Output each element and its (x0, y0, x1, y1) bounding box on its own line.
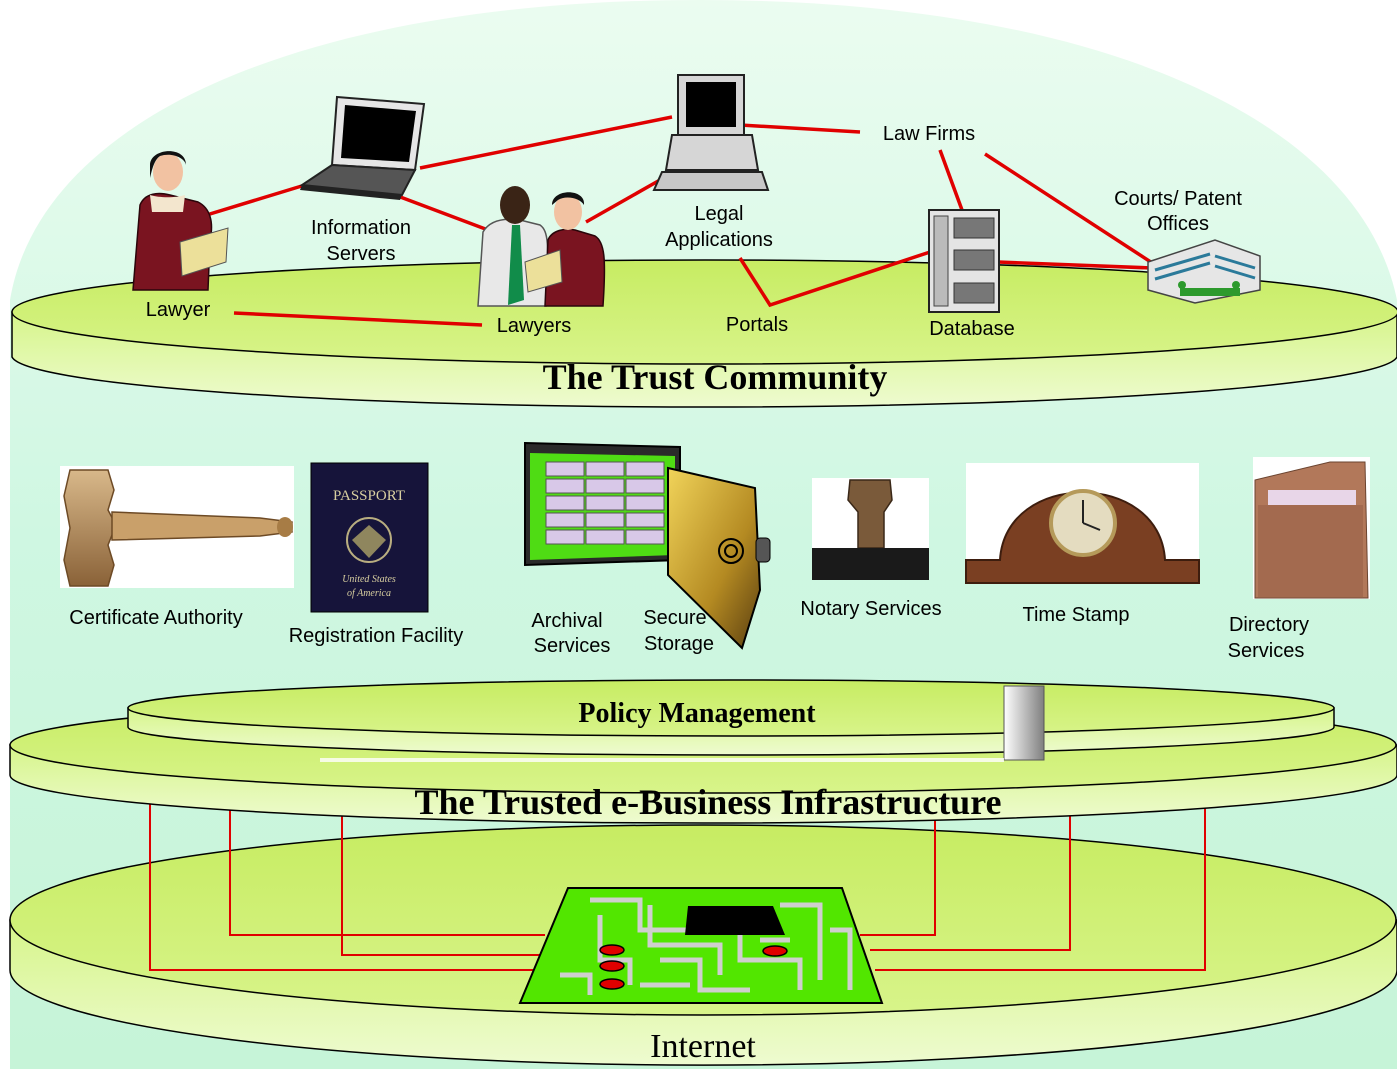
vault-icon (524, 441, 771, 650)
community-links (199, 115, 1161, 327)
stamp-icon (812, 478, 929, 580)
community-platter (11, 259, 1397, 408)
trust-community-label: The Trust Community (543, 357, 888, 397)
law-firms-label: Law Firms (883, 123, 975, 145)
certificate-authority-label: Certificate Authority (69, 607, 242, 629)
laptop-icon (299, 95, 426, 200)
folder-icon (1253, 457, 1370, 599)
passport-line-1: United States (342, 574, 396, 585)
lawyer-icon (132, 151, 229, 291)
registration-facility-label: Registration Facility (289, 625, 464, 647)
lawyers-icon (477, 186, 606, 307)
desktop-computer-icon (652, 74, 770, 191)
passport-line-2: of America (347, 588, 391, 599)
gavel-icon (60, 466, 294, 588)
infrastructure-label: The Trusted e-Business Infrastructure (414, 782, 1001, 822)
archival-label-2: Services (534, 635, 611, 657)
passport-icon: PASSPORT United States of America (310, 462, 429, 613)
policy-label: Policy Management (578, 698, 816, 729)
directory-label-2: Services (1228, 640, 1305, 662)
clock-icon (965, 463, 1200, 584)
secure-storage-label-1: Secure (643, 607, 706, 629)
legal-apps-label-1: Legal (695, 203, 744, 225)
courts-label-1: Courts/ Patent (1114, 188, 1242, 210)
info-servers-label-2: Servers (327, 243, 396, 265)
database-label: Database (929, 318, 1015, 340)
lawyer-label: Lawyer (146, 299, 211, 321)
legal-apps-label-2: Applications (665, 229, 773, 251)
courts-label-2: Offices (1147, 213, 1209, 235)
archival-label-1: Archival (531, 610, 602, 632)
secure-storage-label-2: Storage (644, 633, 714, 655)
policy-scroll-icon (320, 685, 1045, 762)
circuit-board-icon (518, 887, 884, 1004)
internet-label: Internet (650, 1028, 756, 1065)
passport-title: PASSPORT (333, 488, 405, 504)
portals-label: Portals (726, 314, 788, 336)
infrastructure-links (149, 800, 1206, 971)
lawyers-label: Lawyers (497, 315, 571, 337)
building-icon (1147, 239, 1261, 304)
notary-services-label: Notary Services (800, 598, 941, 620)
directory-label-1: Directory (1229, 614, 1309, 636)
time-stamp-label: Time Stamp (1022, 604, 1129, 626)
database-server-icon (928, 209, 1000, 313)
info-servers-label-1: Information (311, 217, 411, 239)
